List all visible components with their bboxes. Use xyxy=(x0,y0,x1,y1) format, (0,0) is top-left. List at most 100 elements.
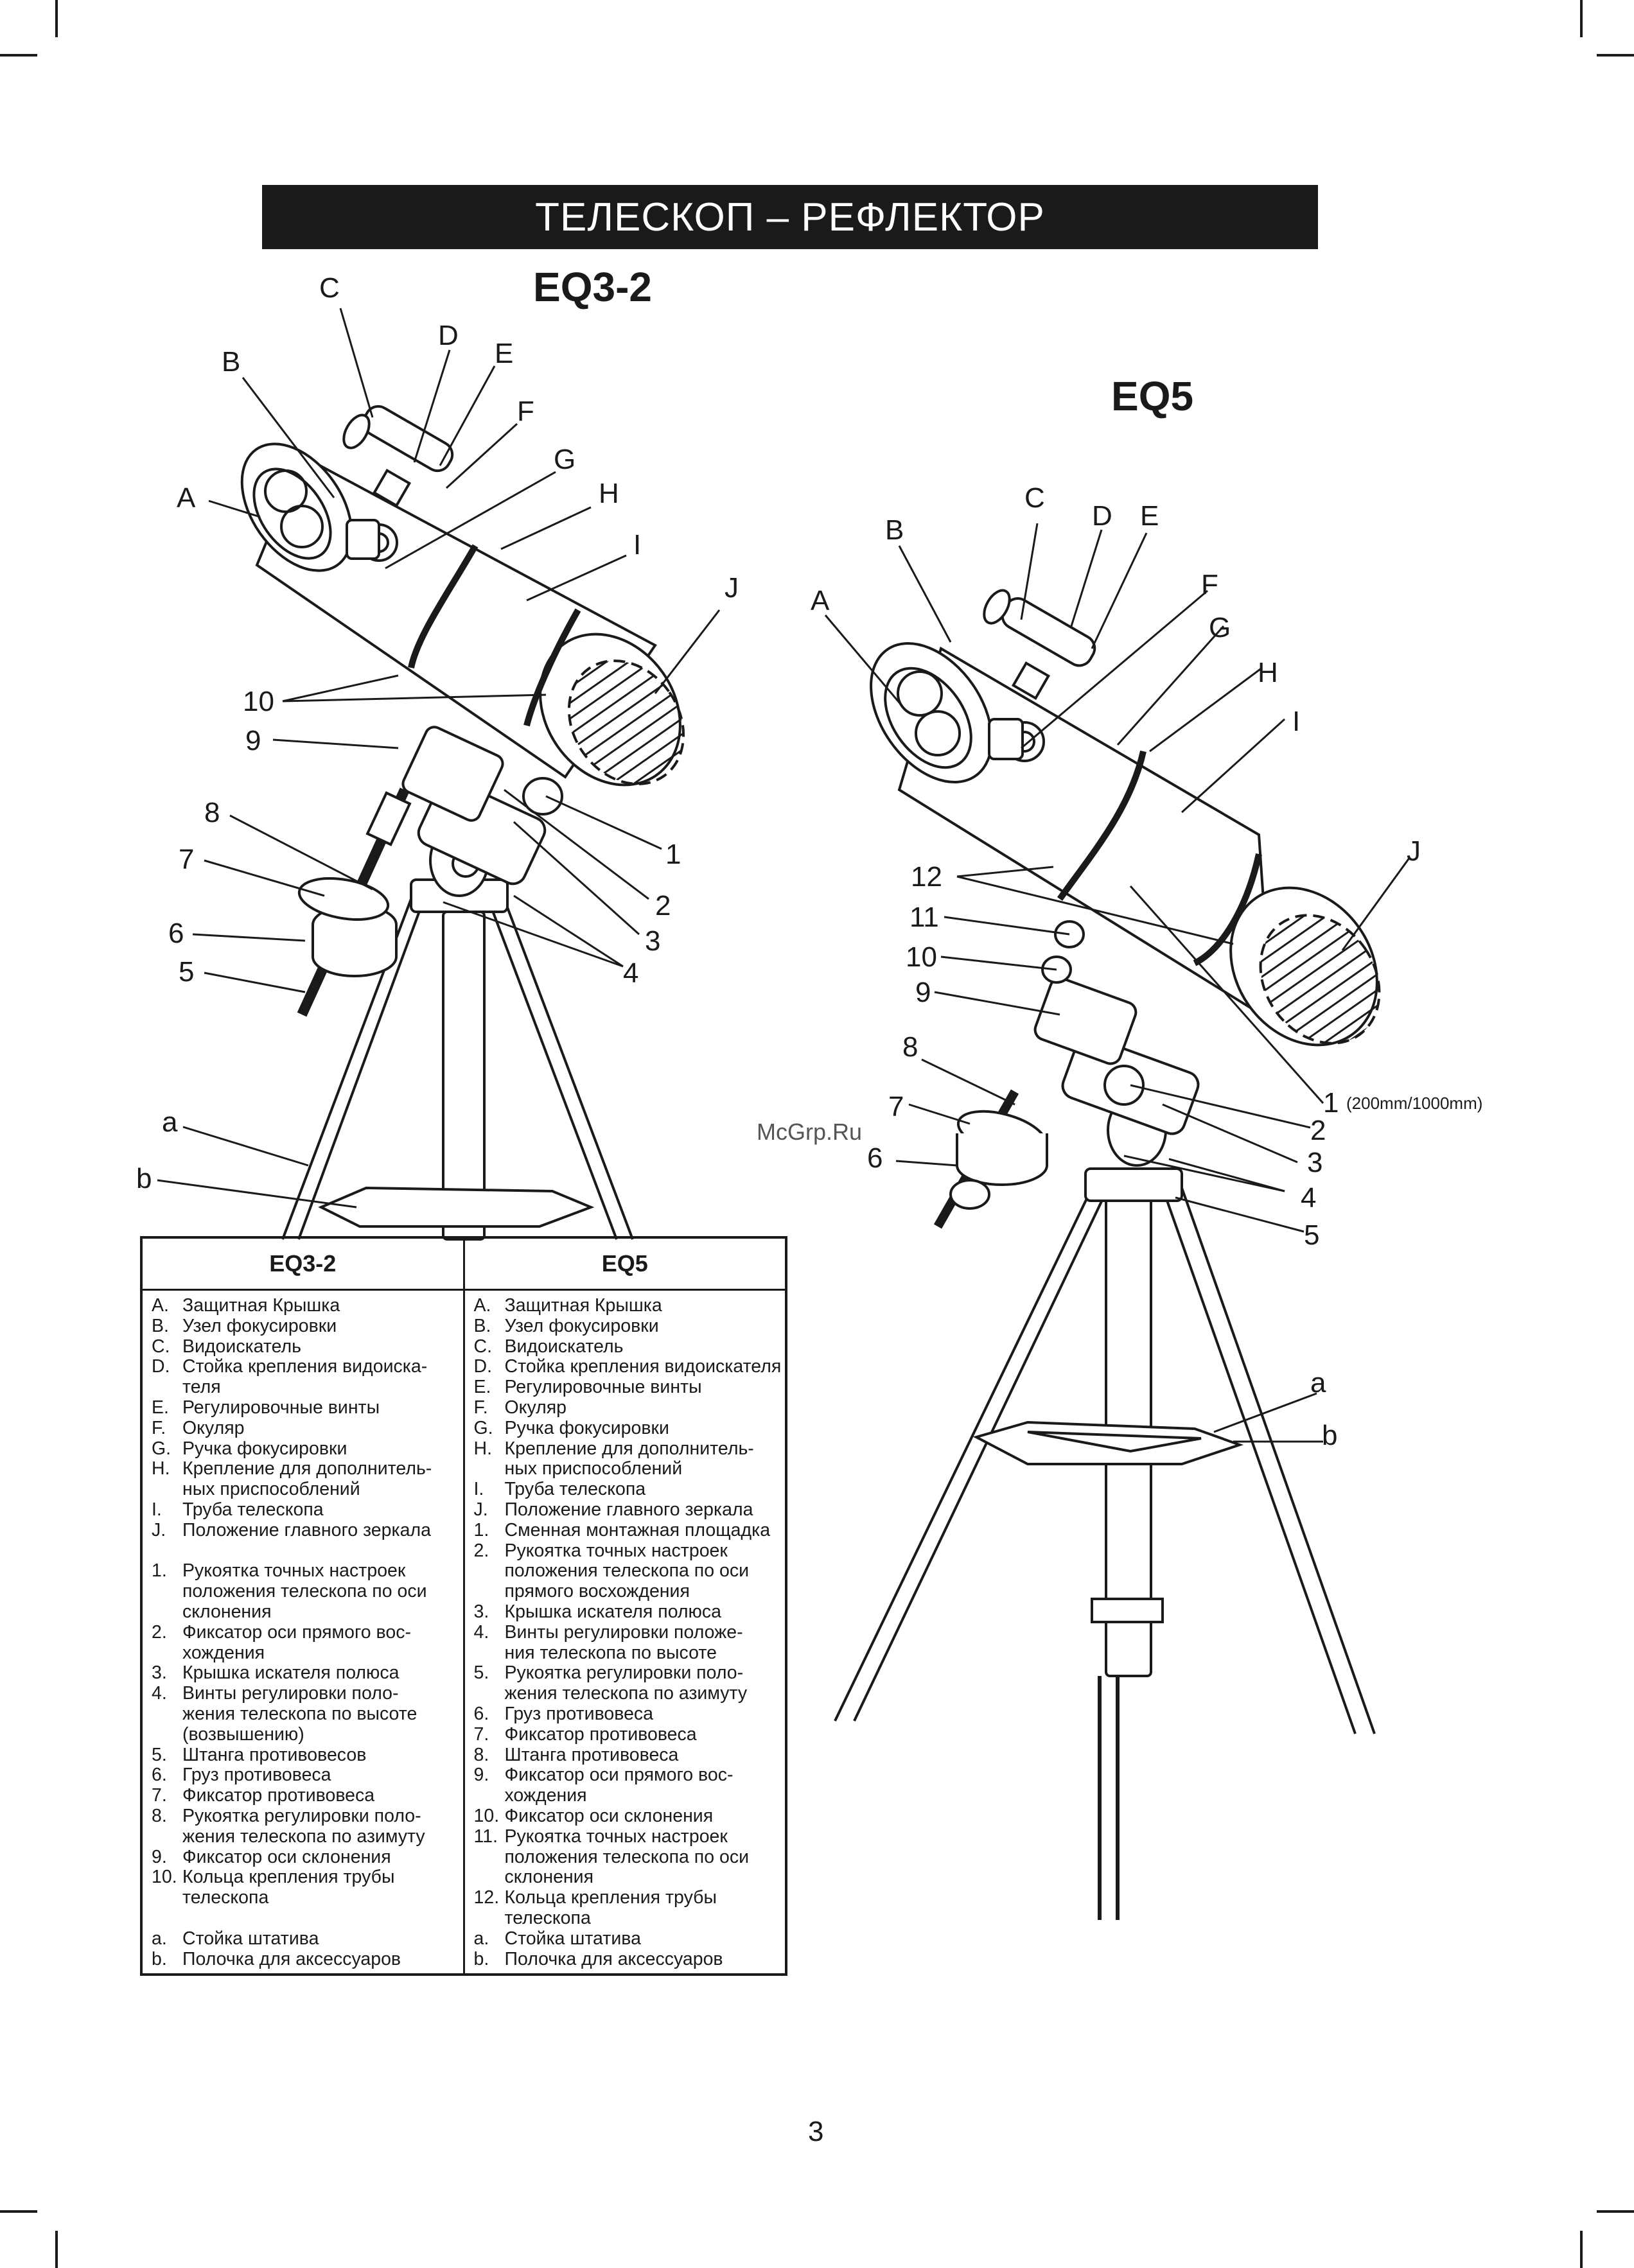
eq5-label-e: E xyxy=(1140,500,1159,532)
item-key: a. xyxy=(473,1928,489,1949)
list-item: B.Узел фокусировки xyxy=(152,1316,463,1337)
eq3-label-i: I xyxy=(633,529,641,561)
eq5-label-j: J xyxy=(1407,835,1421,867)
item-text: Узел фокусировки xyxy=(504,1315,659,1336)
eq5-label-h: H xyxy=(1258,657,1278,688)
item-key: G. xyxy=(473,1417,493,1438)
item-text: телескопа xyxy=(504,1907,591,1928)
eq5-label-g: G xyxy=(1209,612,1231,643)
list-item: ния телескопа по высоте xyxy=(474,1643,786,1664)
eq5-label-b-shelf: b xyxy=(1322,1420,1337,1451)
eq3-label-a: A xyxy=(177,482,196,514)
item-key: 2. xyxy=(152,1621,167,1643)
item-text: Труба телескопа xyxy=(182,1499,324,1520)
list-item: жения телескопа по азимуту xyxy=(474,1683,786,1704)
eq3-label-d: D xyxy=(438,320,459,351)
item-key: 10. xyxy=(152,1867,177,1888)
model-heading-eq3: EQ3-2 xyxy=(533,264,652,310)
eq5-label-9: 9 xyxy=(915,977,931,1008)
crop-mark xyxy=(55,2231,58,2268)
eq5-telescope-drawing xyxy=(834,589,1381,1920)
list-item: b.Полочка для аксессуаров xyxy=(152,1948,463,1970)
eq3-label-j: J xyxy=(725,572,739,604)
list-item: 4.Винты регулировки поло- xyxy=(152,1683,463,1704)
item-text: Фиксатор противовеса xyxy=(182,1785,375,1806)
list-item: C.Видоискатель xyxy=(474,1336,786,1357)
item-key: A. xyxy=(473,1295,491,1316)
item-text: Полочка для аксессуаров xyxy=(504,1948,723,1969)
list-item: a.Стойка штатива xyxy=(152,1928,463,1950)
item-key: 9. xyxy=(473,1765,489,1786)
list-item: жения телескопа по азимуту xyxy=(152,1826,463,1847)
item-key: 8. xyxy=(152,1805,167,1826)
item-text: Штанга противовесов xyxy=(182,1744,367,1765)
item-key: J. xyxy=(473,1499,488,1520)
list-item: H.Крепление для дополнитель- xyxy=(152,1459,463,1479)
item-text: Защитная Крышка xyxy=(182,1295,340,1316)
item-key: 6. xyxy=(152,1765,167,1786)
item-text: Стойка крепления видоискателя xyxy=(504,1356,782,1377)
item-key: C. xyxy=(152,1336,170,1357)
table-header: EQ3-2 EQ5 xyxy=(143,1239,785,1291)
item-key xyxy=(474,1561,505,1582)
item-text: Стойка штатива xyxy=(504,1928,641,1949)
list-item: ных приспособлений xyxy=(474,1459,786,1479)
list-item: G.Ручка фокусировки xyxy=(152,1438,463,1460)
item-key: 7. xyxy=(152,1785,167,1806)
item-text: Кольца крепления трубы xyxy=(182,1867,395,1888)
eq5-label-6: 6 xyxy=(867,1142,883,1174)
list-item: F.Окуляр xyxy=(474,1397,786,1418)
eq3-callout-labels: A B C D E F G H I J 10 9 8 7 6 5 1 2 3 4… xyxy=(136,272,739,1194)
item-text: положения телескопа по оси xyxy=(504,1560,750,1582)
item-text: Кольца крепления трубы xyxy=(504,1887,717,1908)
item-key xyxy=(152,1908,182,1929)
eq3-label-3: 3 xyxy=(645,925,660,957)
item-text: Рукоятка точных настроек xyxy=(504,1540,728,1561)
item-text: Фиксатор оси прямого вос- xyxy=(504,1765,734,1786)
list-item: 6.Груз противовеса xyxy=(152,1765,463,1786)
item-text: Положение главного зеркала xyxy=(504,1499,753,1520)
list-item: 10.Фиксатор оси склонения xyxy=(474,1806,786,1827)
eq5-label-7: 7 xyxy=(888,1091,904,1122)
item-key: b. xyxy=(152,1948,167,1969)
item-key: 3. xyxy=(473,1601,489,1622)
list-item: E. Регулировочные винты xyxy=(474,1377,786,1398)
list-item: b.Полочка для аксессуаров xyxy=(474,1948,786,1970)
item-text: Рукоятка регулировки поло- xyxy=(504,1662,744,1684)
eq3-label-9: 9 xyxy=(245,725,261,756)
eq5-size-note: (200mm/1000mm) xyxy=(1346,1094,1482,1113)
item-key: 10. xyxy=(473,1805,500,1826)
list-item xyxy=(152,1908,463,1929)
item-key: E. xyxy=(473,1377,491,1398)
list-item: положения телескопа по оси xyxy=(474,1561,786,1582)
eq3-label-5: 5 xyxy=(179,956,194,988)
list-item: 3.Крышка искателя полюса xyxy=(473,1601,786,1623)
list-item: (возвышению) xyxy=(152,1724,463,1745)
item-key: 9. xyxy=(152,1846,167,1867)
item-text: телескопа xyxy=(182,1887,269,1908)
crop-mark xyxy=(55,0,58,37)
item-text: Окуляр xyxy=(504,1397,567,1418)
item-key: 2. xyxy=(473,1540,489,1561)
item-key: 4. xyxy=(473,1621,489,1643)
list-item: A. Защитная Крышка xyxy=(152,1295,463,1316)
list-item: 8.Штанга противовеса xyxy=(474,1745,786,1766)
item-key: A. xyxy=(152,1295,169,1316)
item-text: Окуляр xyxy=(182,1417,245,1438)
item-key: 7. xyxy=(473,1723,489,1745)
item-key xyxy=(474,1582,505,1602)
item-text: теля xyxy=(182,1377,221,1398)
watermark: McGrp.Ru xyxy=(757,1119,863,1145)
table-header-eq5: EQ5 xyxy=(462,1239,786,1289)
item-key: F. xyxy=(152,1417,166,1438)
item-key xyxy=(474,1643,505,1664)
crop-mark xyxy=(1597,2210,1634,2213)
item-text: Регулировочные винты xyxy=(504,1377,702,1398)
eq3-label-4: 4 xyxy=(623,957,638,989)
item-text: склонения xyxy=(182,1601,272,1622)
item-text: ния телескопа по высоте xyxy=(504,1642,717,1663)
crop-mark xyxy=(1580,2231,1583,2268)
list-item: I.Труба телескопа xyxy=(474,1479,786,1500)
eq5-callout-labels: A B C D E F G H I J 12 11 10 9 8 7 6 1 (… xyxy=(811,482,1482,1451)
eq5-label-d: D xyxy=(1092,500,1112,532)
